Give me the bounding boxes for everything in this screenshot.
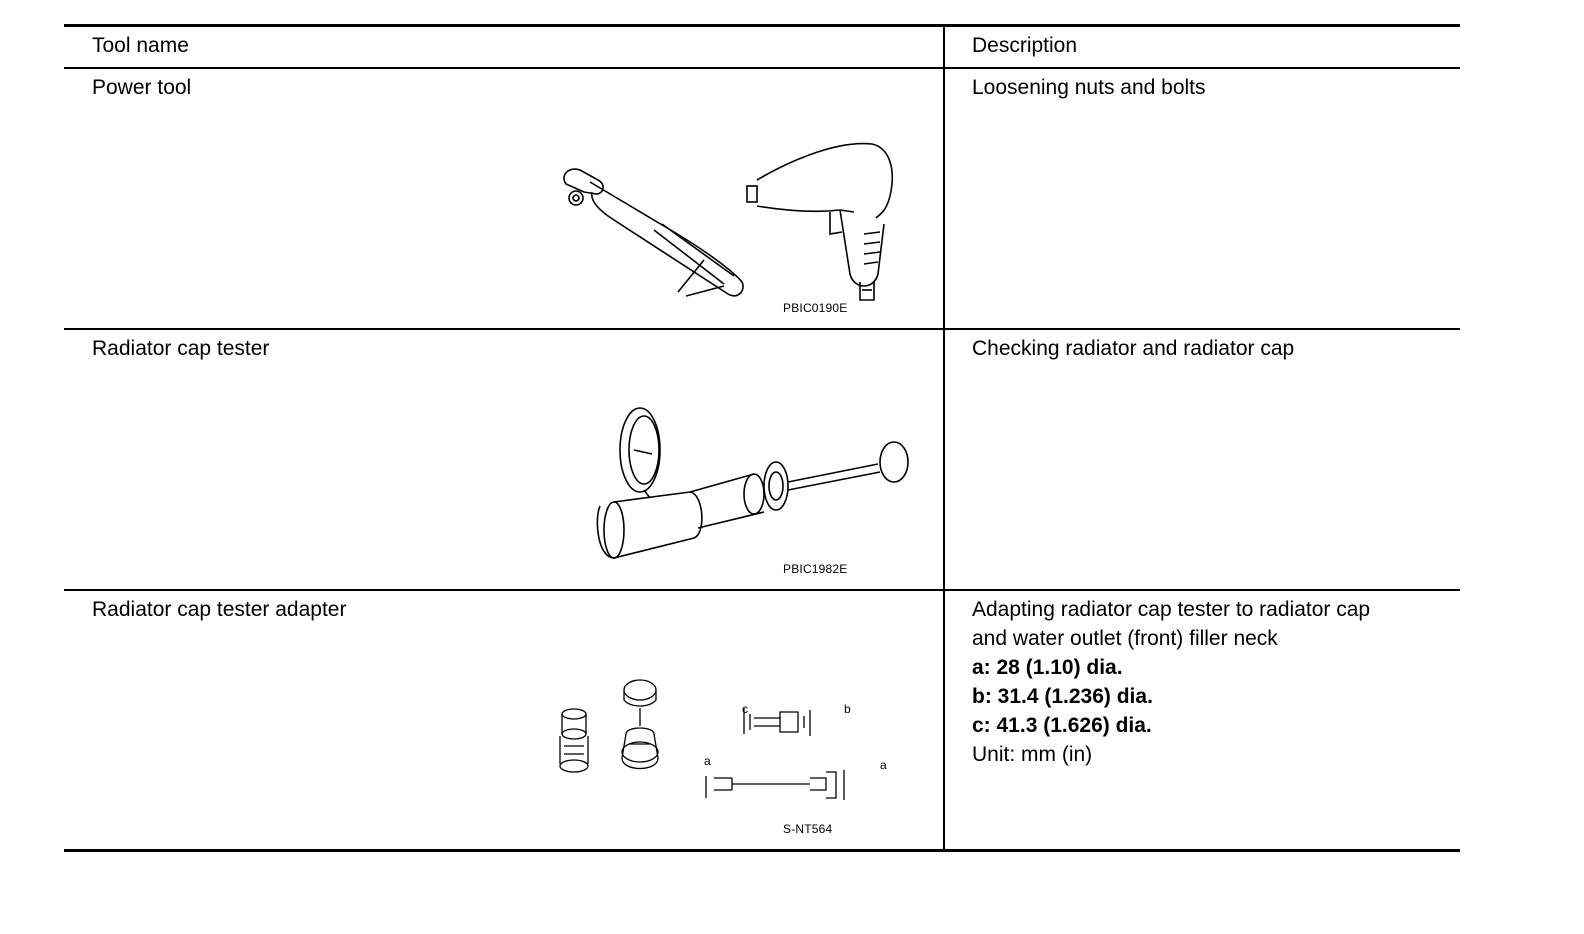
dimension-a: a: 28 (1.10) dia. <box>972 656 1123 679</box>
figure-code: PBIC0190E <box>783 301 848 315</box>
table-top-rule <box>64 24 1460 27</box>
unit-label: Unit: mm (in) <box>972 743 1093 766</box>
tool-table: Tool name Description Power tool Looseni… <box>64 24 1460 852</box>
dimension-b: b: 31.4 (1.236) dia. <box>972 685 1153 708</box>
dimension-label-c: c <box>742 702 749 716</box>
dimension-label-b: b <box>844 702 851 716</box>
figure-code: S-NT564 <box>783 822 833 836</box>
tool-description: Adapting radiator cap tester to radiator… <box>972 595 1442 769</box>
adapter-cap-icon <box>621 679 659 770</box>
dimension-label-a: a <box>704 754 711 768</box>
description-line: and water outlet (front) filler neck <box>972 627 1278 650</box>
tool-description: Loosening nuts and bolts <box>972 73 1442 102</box>
row-divider <box>64 589 1460 591</box>
header-rule <box>64 67 1460 69</box>
figure-code: PBIC1982E <box>783 562 848 576</box>
column-divider <box>943 24 945 851</box>
impact-wrench-icon <box>746 142 894 301</box>
row-divider <box>64 328 1460 330</box>
adapter-sleeve-icon <box>559 708 589 773</box>
tool-name: Power tool <box>92 76 192 99</box>
description-line: Adapting radiator cap tester to radiator… <box>972 598 1371 621</box>
description-line: Checking radiator and radiator cap <box>972 337 1295 360</box>
dimension-c: c: 41.3 (1.626) dia. <box>972 714 1152 737</box>
tool-name: Radiator cap tester adapter <box>92 598 347 621</box>
table-bottom-rule <box>64 849 1460 852</box>
tool-name: Radiator cap tester <box>92 337 270 360</box>
radiator-cap-tester-adapter-figure <box>559 679 845 800</box>
header-description: Description <box>972 34 1078 57</box>
description-line: Loosening nuts and bolts <box>972 76 1206 99</box>
dimension-label-a: a <box>880 758 887 772</box>
radiator-cap-tester-figure <box>596 407 909 559</box>
power-tool-figure <box>563 142 894 301</box>
dimension-diagram-icon <box>705 708 845 800</box>
tool-description: Checking radiator and radiator cap <box>972 334 1442 363</box>
air-ratchet-icon <box>563 168 744 297</box>
pressure-gauge-icon <box>619 407 661 499</box>
pump-cylinder-icon <box>596 441 909 559</box>
header-tool-name: Tool name <box>92 34 189 57</box>
